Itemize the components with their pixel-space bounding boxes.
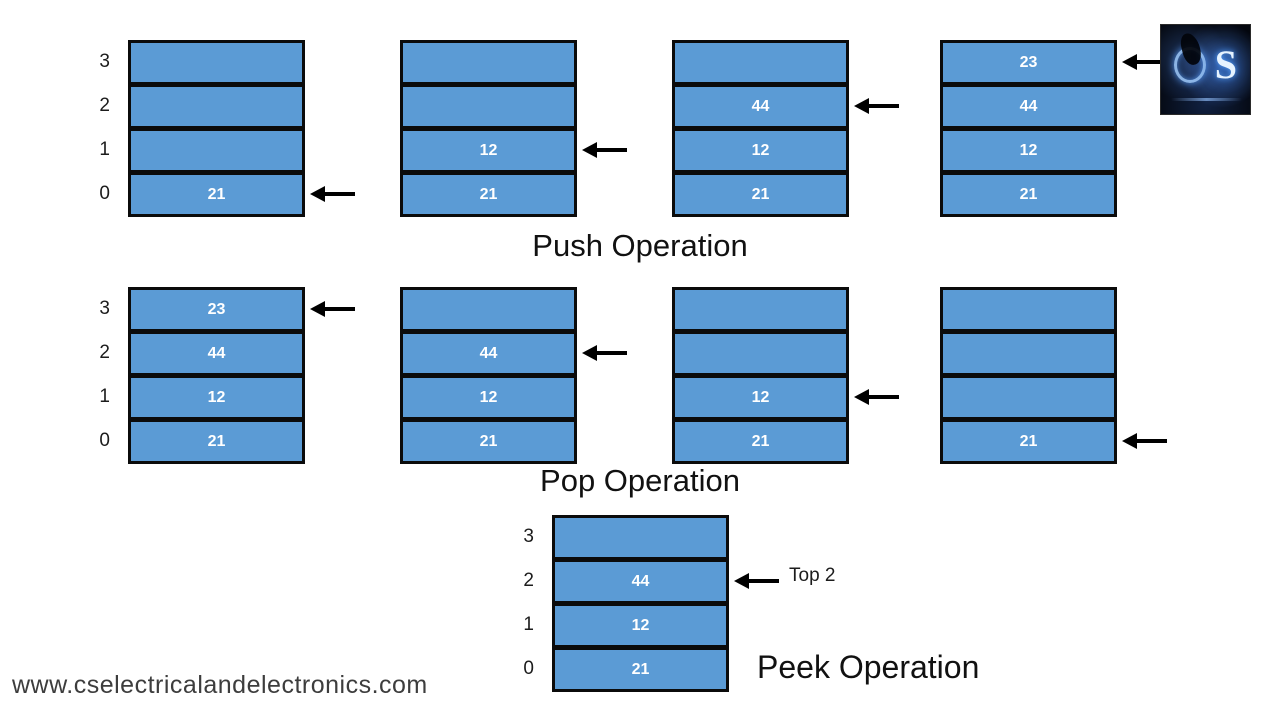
top-pointer-label: Top 2 <box>789 565 836 586</box>
stack-cell <box>128 128 305 173</box>
peek-operation-title: Peek Operation <box>757 649 980 685</box>
stack-cell: 21 <box>400 419 577 464</box>
stack-cell: 12 <box>400 128 577 173</box>
push-operation-title: Push Operation <box>532 228 748 263</box>
stack-cell <box>672 331 849 376</box>
top-pointer-arrow-icon <box>854 98 900 114</box>
stack-cell: 44 <box>672 84 849 129</box>
stack-cell: 12 <box>672 375 849 420</box>
cs-logo: S <box>1160 24 1251 115</box>
stack-cell: 23 <box>940 40 1117 85</box>
index-label: 2 <box>523 570 534 591</box>
stack-cell <box>672 40 849 85</box>
pop-stack-4: 21 <box>940 287 1167 464</box>
index-label: 1 <box>523 614 534 635</box>
stack-cell: 21 <box>672 172 849 217</box>
stack-cell: 21 <box>552 647 729 692</box>
index-label: 2 <box>99 95 110 116</box>
index-label: 3 <box>523 526 534 547</box>
stack-cell <box>552 515 729 560</box>
top-pointer-arrow-icon <box>310 186 356 202</box>
website-url: www.cselectricalandelectronics.com <box>12 671 428 699</box>
stack-cell: 21 <box>672 419 849 464</box>
stack-cell <box>128 40 305 85</box>
peek-stack: 3 2 1 0 44 12 21 Top 2 <box>523 515 835 692</box>
index-label: 3 <box>99 51 110 72</box>
logo-tagline <box>1171 98 1242 101</box>
push-stack-4: 23 44 12 21 <box>940 40 1167 217</box>
stack-cell <box>400 287 577 332</box>
stack-cell: 21 <box>940 172 1117 217</box>
stack-cell: 21 <box>128 419 305 464</box>
stack-cell <box>400 40 577 85</box>
stack-cell <box>940 375 1117 420</box>
stack-cell: 21 <box>940 419 1117 464</box>
logo-s-letter: S <box>1214 42 1237 87</box>
index-label: 1 <box>99 139 110 160</box>
index-label: 1 <box>99 386 110 407</box>
stack-cell: 44 <box>128 331 305 376</box>
index-label: 3 <box>99 298 110 319</box>
stack-cell: 12 <box>672 128 849 173</box>
top-pointer-arrow-icon <box>854 389 900 405</box>
stack-cell <box>940 287 1117 332</box>
index-label: 0 <box>99 430 110 451</box>
top-pointer-arrow-icon <box>582 142 628 158</box>
push-stack-3: 44 12 21 <box>672 40 899 217</box>
pop-stack-2: 44 12 21 <box>400 287 627 464</box>
stack-cell: 21 <box>128 172 305 217</box>
pop-operation-title: Pop Operation <box>540 463 740 498</box>
stack-cell: 12 <box>552 603 729 648</box>
stack-cell: 12 <box>940 128 1117 173</box>
stack-cell <box>400 84 577 129</box>
stack-cell <box>672 287 849 332</box>
top-pointer-arrow-icon <box>310 301 356 317</box>
stack-cell <box>940 331 1117 376</box>
index-label: 0 <box>99 183 110 204</box>
stack-cell: 12 <box>128 375 305 420</box>
index-label: 2 <box>99 342 110 363</box>
stack-cell: 12 <box>400 375 577 420</box>
top-pointer-arrow-icon <box>582 345 628 361</box>
top-pointer-arrow-icon <box>1122 54 1168 70</box>
stack-cell: 44 <box>400 331 577 376</box>
pop-stack-3: 12 21 <box>672 287 899 464</box>
stack-cell: 21 <box>400 172 577 217</box>
stack-cell <box>128 84 305 129</box>
top-pointer-arrow-icon <box>1122 433 1168 449</box>
push-stack-1: 3 2 1 0 21 <box>99 40 355 217</box>
index-label: 0 <box>523 658 534 679</box>
top-pointer-arrow-icon <box>734 573 780 589</box>
push-stack-2: 12 21 <box>400 40 627 217</box>
pop-stack-1: 3 2 1 0 23 44 12 21 <box>99 287 355 464</box>
stack-cell: 44 <box>552 559 729 604</box>
stack-cell: 23 <box>128 287 305 332</box>
stack-cell: 44 <box>940 84 1117 129</box>
